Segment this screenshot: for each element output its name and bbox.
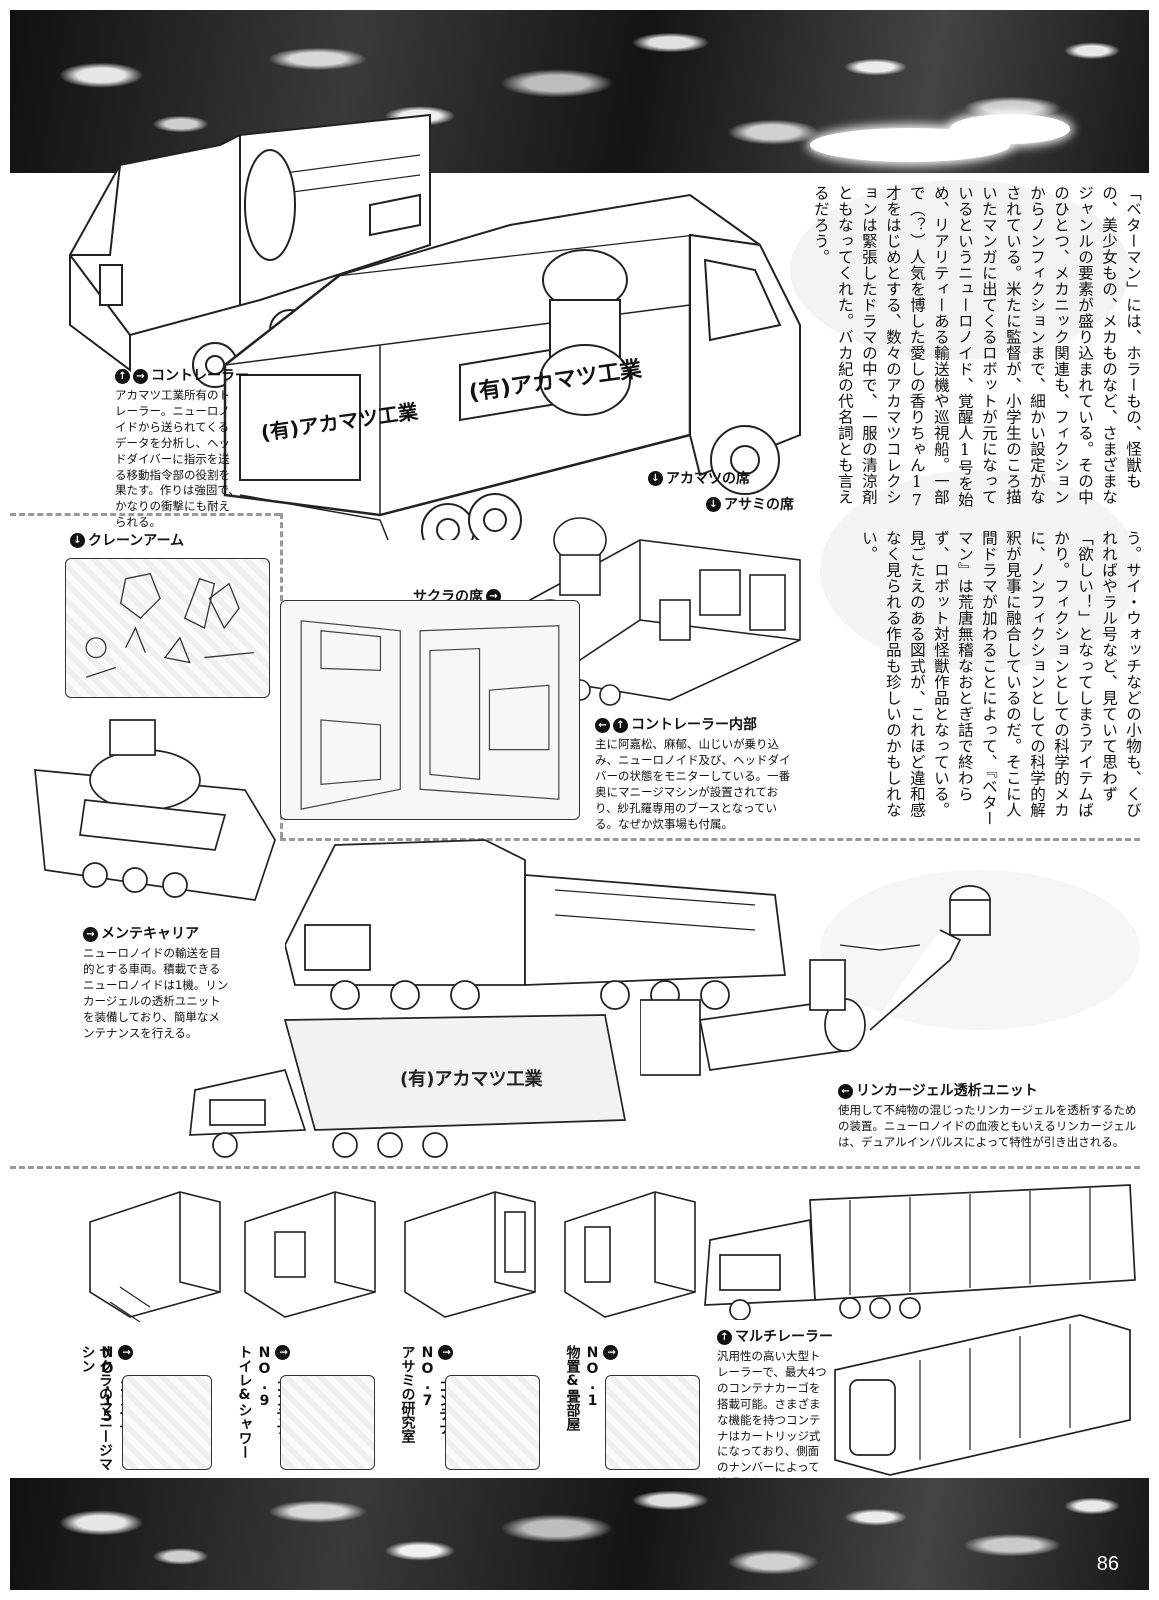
section-divider [280, 838, 1140, 841]
container-trailer-illustration: (有)アカマツ工業 (有)アカマツ工業 [40, 75, 810, 540]
caption-trailer-interior: ← ↑ コントレーラー内部 主に阿嘉松、麻郁、山じいが乗り込み、ニューロノイド及… [595, 716, 800, 832]
linker-gel-unit-drawing [640, 885, 991, 1076]
container-no1-thumbnail [605, 1375, 700, 1470]
caption-body: 使用して不純物の混じったリンカージェルを透析するための装置。ニューロノイドの血液… [838, 1103, 1137, 1150]
container-module-drawing [404, 1191, 536, 1318]
container-no1-module [555, 1182, 705, 1322]
container-no15-thumbnail [122, 1375, 212, 1470]
container-no9-thumbnail [280, 1375, 375, 1470]
multi-trailer-rear-illustration [830, 1310, 1140, 1480]
caption-title-text: コントレーラー [151, 368, 249, 384]
arrow-up-icon: ↑ [438, 1345, 453, 1360]
label-crane-arm: ↓ クレーンアーム [70, 530, 184, 550]
arrow-up-icon: ↑ [603, 1345, 618, 1360]
arrow-right-icon: → [83, 927, 98, 943]
container-no9-sub: トイレ&シャワー [236, 1345, 253, 1459]
caption-title: ← リンカージェル透析ユニット [838, 1082, 1138, 1101]
caption-title: → メンテキャリア [83, 925, 231, 944]
trailer-interior-cutaway [520, 480, 810, 710]
caption-multi-trailer: ↑ マルチレーラー 汎用性の高い大型トレーラーで、最大4つのコンテナカーゴを搭載… [717, 1328, 833, 1492]
arrow-right-icon: → [133, 369, 148, 385]
container-no15-sub: サクラのマニージマシン [79, 1345, 114, 1471]
container-no1-sub: 物置&畳部屋 [564, 1345, 581, 1431]
article-column-1: 「ベターマン」には、ホラーもの、怪獣もの、美少女もの、メカものなど、さまざまなジ… [811, 185, 1142, 510]
maintenance-carrier-illustration [285, 835, 795, 1010]
linker-gel-unit-illustration [640, 850, 1020, 1080]
interior-cutaway-drawing [527, 517, 801, 706]
maintenance-carrier-drawing [285, 839, 787, 1010]
container-no7-thumbnail [445, 1375, 540, 1470]
caption-title-text: マルチレーラー [735, 1329, 833, 1345]
arrow-down-icon: ↓ [648, 470, 663, 486]
label-asami-seat: ↓ アサミの席 [706, 494, 794, 514]
section-divider [10, 513, 280, 516]
caption-title-text: メンテキャリア [101, 926, 199, 942]
smoke-decoration [820, 470, 1140, 670]
container-trailer-drawing: (有)アカマツ工業 (有)アカマツ工業 [68, 113, 801, 540]
container-module-drawing [244, 1191, 376, 1318]
section-divider [10, 1166, 1140, 1169]
crane-arm-sketch [65, 558, 270, 698]
caption-maintenance-carrier: → メンテキャリア ニューロノイドの輸送を目的とする車両。積載できるニューロノイ… [83, 925, 231, 1041]
arrow-up-icon: ↑ [118, 1345, 133, 1360]
top-texture-band [10, 10, 1149, 173]
arrow-up-icon: ↑ [717, 1330, 732, 1346]
arrow-down-icon: ↓ [70, 532, 85, 548]
caption-body: アカマツ工業所有のトレーラー。ニューロノイドから送られてくるデータを分析し、ヘッ… [115, 388, 240, 530]
container-module-drawing [89, 1191, 221, 1322]
caption-title-text: コントレーラー内部 [631, 717, 757, 733]
multi-trailer-drawing [704, 1184, 1136, 1320]
caption-body: 汎用性の高い大型トレーラーで、最大4つのコンテナカーゴを搭載可能。さまざまな機能… [717, 1349, 827, 1490]
caption-linker-gel-unit: ← リンカージェル透析ユニット 使用して不純物の混じったリンカージェルを透析する… [838, 1082, 1138, 1151]
container-no9-module [235, 1182, 385, 1322]
container-no15-module [80, 1182, 230, 1322]
container-module-drawing [564, 1191, 696, 1318]
arrow-up-icon: ↑ [613, 718, 628, 734]
caption-title: ← ↑ コントレーラー内部 [595, 716, 800, 735]
smoke-decoration [790, 180, 1130, 360]
carrier-sign: (有)アカマツ工業 [400, 1068, 543, 1090]
arrow-up-icon: → [486, 588, 501, 604]
arrow-left-icon: ← [595, 718, 610, 734]
label-akamatsu-seat: ↓ アカマツの席 [648, 468, 750, 488]
crane-arm-drawing [85, 573, 254, 678]
caption-title: ↑ マルチレーラー [717, 1328, 833, 1347]
arrow-down-icon: ↓ [706, 496, 721, 512]
caption-title: ↑ → コントレーラー [115, 367, 249, 386]
arrow-up-icon: ↑ [115, 369, 130, 385]
container-no7-sub: アサミの研究室 [399, 1345, 416, 1443]
caption-container-trailer: ↑ → コントレーラー アカマツ工業所有のトレーラー。ニューロノイドから送られて… [115, 367, 249, 531]
covered-carrier-illustration: (有)アカマツ工業 [185, 1010, 635, 1160]
trailer-interior-sketch [280, 600, 580, 820]
neuronoid-carrier-drawing [34, 719, 276, 901]
bottom-texture-band: 86 [10, 1478, 1149, 1590]
multi-trailer-rear-drawing [834, 1314, 1131, 1476]
caption-body: 主に阿嘉松、麻郁、山じいが乗り込み、ニューロノイド及び、ヘッドダイバーの状態をモ… [595, 737, 791, 831]
neuronoid-carrier-illustration [25, 700, 285, 910]
covered-carrier-drawing: (有)アカマツ工業 [189, 1014, 627, 1158]
interior-sketch-drawing [300, 620, 560, 810]
arrow-up-icon: ↑ [275, 1345, 290, 1360]
white-smoke-shape [950, 114, 1070, 144]
caption-body: ニューロノイドの輸送を目的とする車両。積載できるニューロノイドは1機。リンカージ… [83, 946, 229, 1040]
page-number: 86 [1096, 1553, 1119, 1575]
caption-title-text: リンカージェル透析ユニット [856, 1083, 1038, 1099]
multi-trailer-illustration [700, 1180, 1140, 1320]
arrow-left-icon: ← [838, 1084, 853, 1100]
container-no7-module [395, 1182, 545, 1322]
article-column-2: う。サイ・ウォッチなどの小物も、くびれればやラル号など、見ていて思わず「欲しい！… [859, 530, 1142, 827]
